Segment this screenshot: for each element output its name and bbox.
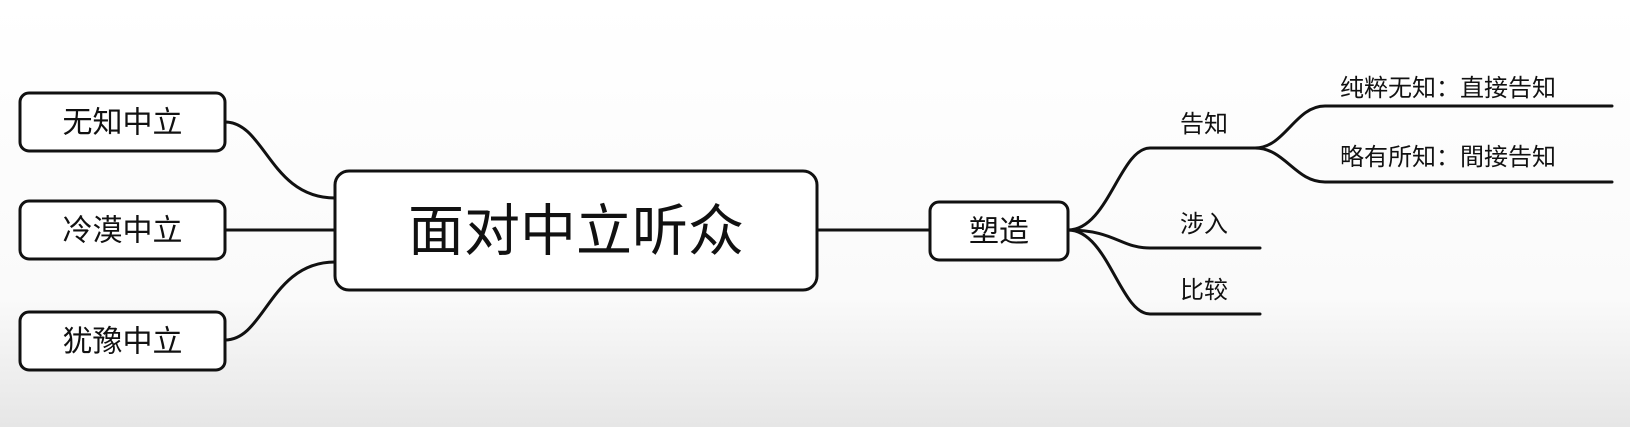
left-node-2[interactable]: 冷漠中立 bbox=[18, 199, 227, 261]
sub-branch-2-label[interactable]: 略有所知：間接告知 bbox=[1340, 143, 1556, 171]
connector-right-branch-3 bbox=[1066, 228, 1262, 316]
connector-right-branch-1 bbox=[1066, 146, 1257, 232]
left-node-1-label: 无知中立 bbox=[63, 106, 183, 141]
connectors bbox=[223, 104, 1614, 342]
central-topic-label: 面对中立听众 bbox=[408, 200, 744, 265]
right-main-node-label: 塑造 bbox=[969, 215, 1029, 250]
right-branch-3-label[interactable]: 比较 bbox=[1180, 276, 1228, 304]
central-topic[interactable]: 面对中立听众 bbox=[333, 169, 819, 292]
connector-sub-2 bbox=[1253, 146, 1614, 184]
right-branch-2-label[interactable]: 涉入 bbox=[1180, 210, 1228, 238]
right-main-node[interactable]: 塑造 bbox=[928, 200, 1070, 262]
connector-right-branch-2 bbox=[1066, 228, 1262, 250]
connector-sub-1 bbox=[1253, 104, 1614, 150]
right-branch-1-label[interactable]: 告知 bbox=[1180, 110, 1228, 138]
connector-left-1 bbox=[223, 120, 337, 200]
left-node-3-label: 犹豫中立 bbox=[63, 325, 183, 360]
connector-left-3 bbox=[223, 260, 337, 342]
left-node-3[interactable]: 犹豫中立 bbox=[18, 310, 227, 372]
left-node-1[interactable]: 无知中立 bbox=[18, 91, 227, 153]
left-node-2-label: 冷漠中立 bbox=[63, 214, 183, 249]
sub-branch-1-label[interactable]: 纯粹无知：直接告知 bbox=[1340, 74, 1556, 102]
